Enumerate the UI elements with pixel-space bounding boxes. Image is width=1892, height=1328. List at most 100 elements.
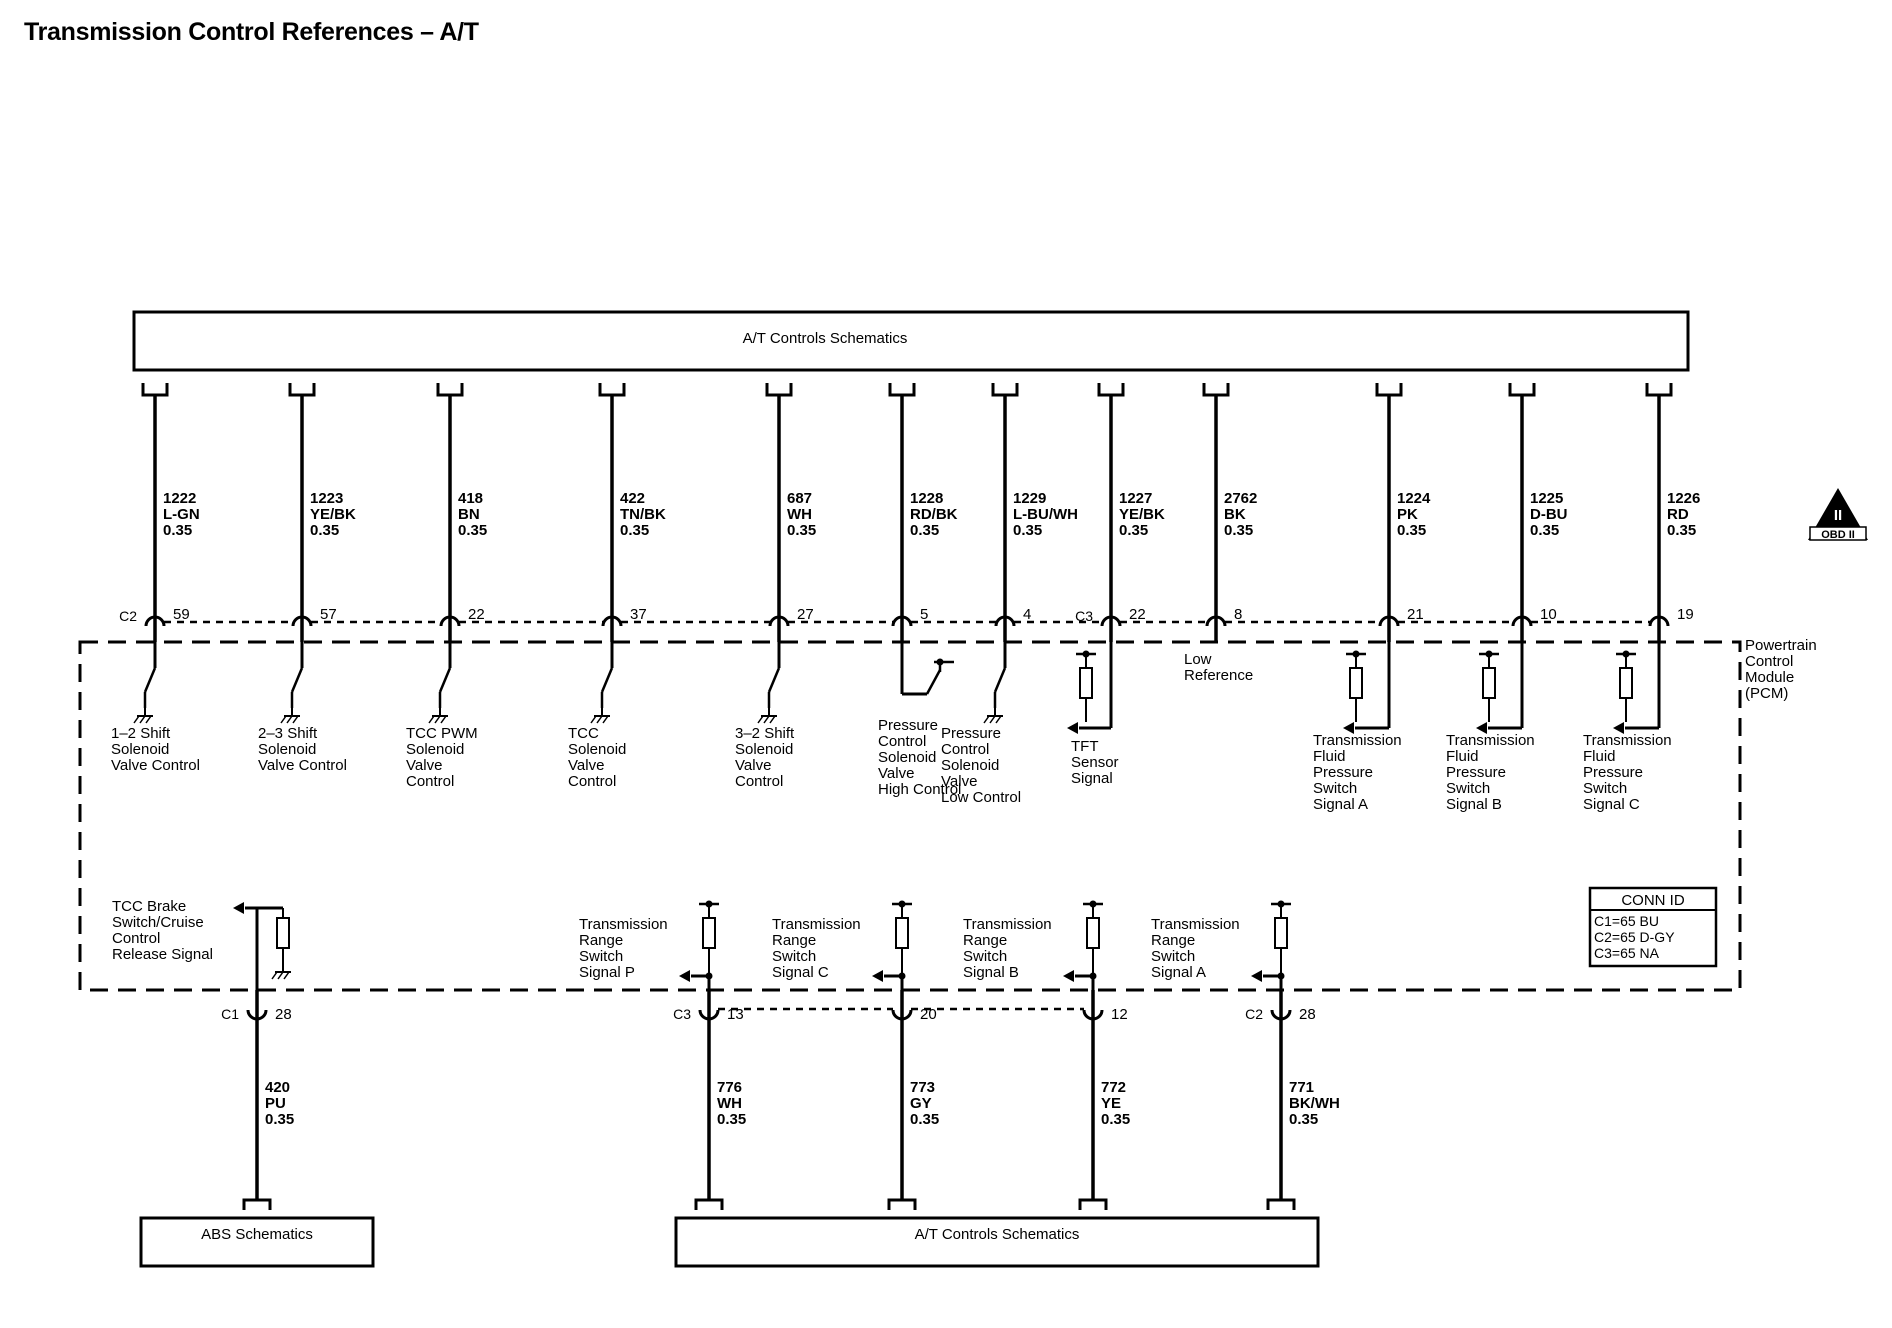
arrow-icon bbox=[1476, 722, 1487, 734]
wire-circuit: 1224 bbox=[1397, 490, 1431, 507]
function-label-line: Sensor bbox=[1071, 754, 1119, 771]
pin-number: 22 bbox=[468, 606, 485, 623]
terminal-icon bbox=[765, 383, 793, 397]
function-label-line: Control bbox=[735, 773, 783, 790]
function-label-line: Signal B bbox=[1446, 796, 1502, 813]
terminal-icon bbox=[1078, 1198, 1108, 1210]
page-title: Transmission Control References – A/T bbox=[24, 18, 479, 46]
function-label-line: Switch bbox=[963, 948, 1007, 965]
function-label-line: Valve bbox=[735, 757, 771, 774]
function-label-line: Range bbox=[772, 932, 816, 949]
obd-badge-bottom: OBD II bbox=[1821, 529, 1855, 541]
pcm-label-line: Module bbox=[1745, 669, 1794, 686]
function-label-line: Control bbox=[568, 773, 616, 790]
wire-size: 0.35 bbox=[1101, 1111, 1130, 1128]
pin-number: 28 bbox=[275, 1006, 292, 1023]
wire-color: BK bbox=[1224, 506, 1246, 523]
function-label-line: 1–2 Shift bbox=[111, 725, 171, 742]
wire-circuit: 1225 bbox=[1530, 490, 1563, 507]
pin-number: 59 bbox=[173, 606, 190, 623]
conn-id-row: C1=65 BU bbox=[1594, 913, 1659, 929]
bottom-schematic-box[interactable] bbox=[674, 1216, 1320, 1268]
function-label-line: Fluid bbox=[1313, 748, 1346, 765]
terminal-icon bbox=[694, 1198, 724, 1210]
arrow-icon bbox=[872, 970, 883, 982]
ground-icon bbox=[133, 706, 153, 724]
function-label-line: Low bbox=[1184, 651, 1212, 668]
function-label-line: Transmission bbox=[1583, 732, 1672, 749]
function-label-line: Switch bbox=[1583, 780, 1627, 797]
function-label-line: Low Control bbox=[941, 789, 1021, 806]
wire-circuit: 773 bbox=[910, 1079, 935, 1096]
top-wire[interactable]: 1229L-BU/WH0.354PressureControlSolenoidV… bbox=[941, 383, 1078, 806]
top-schematic-box[interactable] bbox=[132, 310, 1690, 372]
function-label-line: Release Signal bbox=[112, 946, 213, 963]
wire-size: 0.35 bbox=[1397, 522, 1426, 539]
terminal-icon bbox=[141, 383, 169, 397]
arrow-icon bbox=[1343, 722, 1354, 734]
connector-label: C2 bbox=[119, 608, 137, 624]
wire-size: 0.35 bbox=[1013, 522, 1042, 539]
top-wire[interactable]: 1226RD0.3519TransmissionFluidPressureSwi… bbox=[1583, 383, 1700, 813]
abs-schematics-box[interactable] bbox=[139, 1216, 375, 1268]
ground-icon bbox=[428, 706, 448, 724]
top-wire[interactable]: 1228RD/BK0.355PressureControlSolenoidVal… bbox=[878, 383, 961, 798]
pin-number: 27 bbox=[797, 606, 814, 623]
resistor-icon bbox=[276, 917, 290, 949]
ground-icon bbox=[983, 706, 1003, 724]
function-label-line: Fluid bbox=[1583, 748, 1616, 765]
connector-label: C1 bbox=[221, 1006, 239, 1022]
function-label-line: Fluid bbox=[1446, 748, 1479, 765]
top-wire[interactable]: 1224PK0.3521TransmissionFluidPressureSwi… bbox=[1313, 383, 1431, 813]
resistor-icon bbox=[895, 917, 909, 949]
junction-dot bbox=[1089, 972, 1097, 980]
function-label-line: TCC bbox=[568, 725, 599, 742]
wire-size: 0.35 bbox=[910, 522, 939, 539]
function-label-line: Transmission bbox=[1151, 916, 1240, 933]
pcm-label-line: Powertrain bbox=[1745, 637, 1817, 654]
terminal-icon bbox=[1097, 383, 1125, 397]
function-label-line: Valve bbox=[941, 773, 977, 790]
abs-schematics-label: ABS Schematics bbox=[201, 1226, 313, 1243]
resistor-icon bbox=[1079, 667, 1093, 699]
pin-number: 19 bbox=[1677, 606, 1694, 623]
top-wire[interactable]: 1225D-BU0.3510TransmissionFluidPressureS… bbox=[1446, 383, 1568, 813]
connector-label: C3 bbox=[673, 1006, 691, 1022]
pin-number: 37 bbox=[630, 606, 647, 623]
resistor-icon bbox=[1619, 667, 1633, 699]
wire-circuit: 1227 bbox=[1119, 490, 1152, 507]
resistor-icon bbox=[1482, 667, 1496, 699]
terminal-icon bbox=[598, 383, 626, 397]
function-label-line: Range bbox=[579, 932, 623, 949]
ground-icon bbox=[757, 706, 777, 724]
ground-icon bbox=[271, 962, 291, 980]
function-label-line: Transmission bbox=[1446, 732, 1535, 749]
wire-circuit: 1226 bbox=[1667, 490, 1700, 507]
function-label-line: Valve Control bbox=[258, 757, 347, 774]
conn-id-row: C2=65 D-GY bbox=[1594, 929, 1675, 945]
pin-number: 28 bbox=[1299, 1006, 1316, 1023]
pin-number: 10 bbox=[1540, 606, 1557, 623]
junction-dot bbox=[1277, 972, 1285, 980]
pin-number: 8 bbox=[1234, 606, 1242, 623]
arrow-icon bbox=[1063, 970, 1074, 982]
terminal-icon bbox=[436, 383, 464, 397]
